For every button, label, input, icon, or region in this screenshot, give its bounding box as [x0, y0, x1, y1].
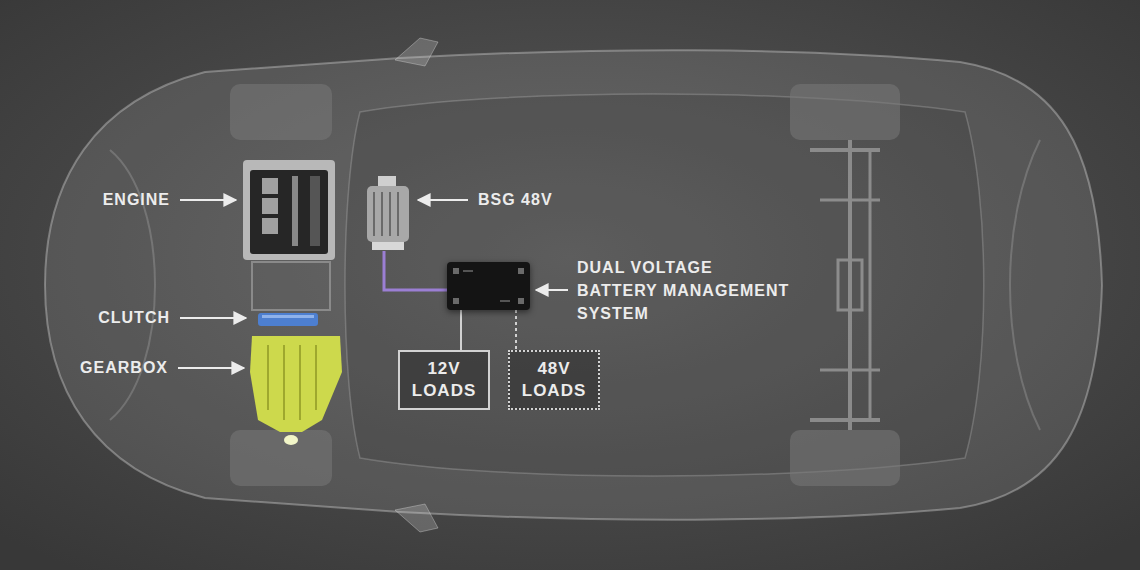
- unit-pin: [453, 268, 459, 274]
- bsg-fins: [374, 192, 398, 236]
- callout-label: ENGINE: [103, 190, 170, 210]
- bsg-pulley: [378, 176, 396, 186]
- callout-arrow: [418, 199, 468, 201]
- gearbox-housing: [250, 336, 342, 432]
- unit-heading: DUAL VOLTAGE BATTERY MANAGEMENT SYSTEM: [577, 256, 795, 325]
- callout-arrow: [180, 199, 236, 201]
- wheel: [790, 430, 900, 486]
- engine-mount: [252, 262, 330, 310]
- engine-part: [292, 176, 298, 246]
- callout-arrow: [178, 367, 244, 369]
- high-voltage-wire: [384, 251, 447, 290]
- box-label: 48V LOADS: [516, 358, 592, 402]
- control-unit: DUAL VOLTAGE BATTERY MANAGEMENT SYSTEM: [447, 262, 530, 310]
- callout-label: CLUTCH: [98, 308, 170, 328]
- unit-pin: [518, 268, 524, 274]
- engine-block: [243, 160, 335, 260]
- bsg-base: [372, 242, 404, 250]
- gearbox-output: [284, 435, 298, 445]
- mirror: [395, 504, 438, 532]
- engine-cylinder: [262, 218, 278, 234]
- connector-line: [460, 310, 462, 350]
- unit-marking: [463, 270, 473, 272]
- connector-line: [515, 310, 517, 350]
- engine-cylinder: [262, 178, 278, 194]
- box-label: 12V LOADS: [406, 358, 482, 402]
- car-body: [45, 50, 1102, 520]
- hood-line: [110, 150, 155, 420]
- load-box: 12V LOADS: [398, 350, 490, 410]
- wheel: [230, 430, 332, 486]
- rear-suspension: [810, 140, 880, 430]
- clutch-disc: [262, 315, 314, 318]
- engine-part: [310, 176, 320, 246]
- callout-label: BSG 48V: [478, 190, 553, 210]
- mirror: [395, 38, 438, 66]
- unit-pin: [453, 298, 459, 304]
- engine-block: [250, 170, 328, 254]
- wheel: [790, 84, 900, 140]
- engine-cylinder: [262, 198, 278, 214]
- callout-label: GEARBOX: [80, 358, 168, 378]
- car-cabin: [345, 94, 984, 476]
- load-box: 48V LOADS: [508, 350, 600, 410]
- callout-arrow: [536, 289, 568, 291]
- clutch-disc: [258, 313, 318, 326]
- bsg-body: [367, 186, 409, 242]
- unit-pins: [447, 262, 530, 310]
- trunk-line: [1010, 140, 1040, 430]
- gearbox-ribs: [268, 345, 316, 420]
- unit-pin: [518, 298, 524, 304]
- unit-marking: [500, 300, 510, 302]
- callout-arrow: [180, 317, 246, 319]
- wheel: [230, 84, 332, 140]
